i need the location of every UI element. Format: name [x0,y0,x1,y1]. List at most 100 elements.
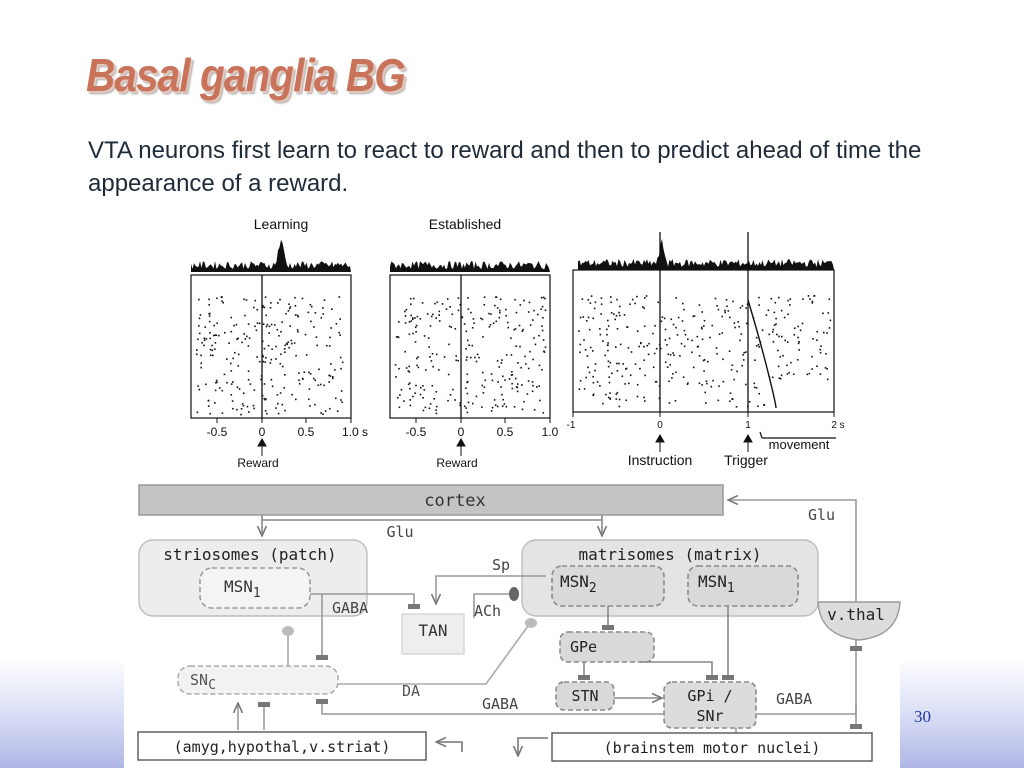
spike-dot [596,381,599,383]
spike-dot [780,374,783,377]
spike-dot [544,346,547,348]
spike-dot [310,320,312,323]
spike-dot [691,339,693,342]
spike-dot [500,362,503,364]
spike-dot [607,365,610,368]
msn2-to-gpe-terminal [602,625,614,630]
ach-label: ACh [474,602,501,620]
spike-dot [414,341,417,343]
msn1-matrix-label: MSN1 [698,572,735,596]
spike-dot [335,397,337,400]
spike-dot [471,327,474,329]
spike-dot [498,316,501,319]
spike-dot [415,384,417,387]
spike-dot [488,312,490,315]
spike-dot [422,409,425,412]
spike-dot [599,328,601,330]
spike-dot [410,303,412,306]
spike-dot [252,404,255,407]
spike-dot [196,411,199,414]
spike-dot [338,331,340,334]
spike-dot [294,305,297,307]
spike-dot [594,369,596,372]
spike-dot [199,314,202,316]
spike-dot [802,298,804,300]
spike-dot [661,316,664,318]
spike-dot [607,319,609,322]
spike-dot [205,338,208,340]
spike-dot [527,367,530,370]
spike-dot [608,381,611,384]
spike-dot [433,398,435,400]
spike-dot [247,370,250,372]
spike-dot [657,301,659,304]
spike-dot [758,392,760,395]
spike-dot [481,406,483,408]
spike-dot [330,363,332,365]
amyg-label: (amyg,hypothal,v.striat) [174,738,391,756]
spike-dot [412,318,414,320]
spike-dot [607,360,610,363]
spike-dot [664,339,667,341]
learning-title: Learning [254,216,309,232]
spike-dot [285,342,288,345]
spike-dot [270,302,272,304]
spike-dot [639,367,641,370]
spike-dot [315,336,318,338]
spike-dot [398,321,400,323]
spike-dot [819,348,821,351]
spike-dot [742,359,745,361]
page-number: 30 [914,707,931,726]
spike-dot [514,298,516,301]
gpe-to-gpi-line [640,661,713,676]
spike-dot [717,308,720,311]
spike-dot [811,368,813,370]
spike-dot [807,295,810,297]
spike-dot [587,316,590,319]
spike-dot [602,402,604,405]
spike-dot [198,298,200,301]
spike-dot [615,315,618,317]
matrisomes-label: matrisomes (matrix) [578,545,761,564]
spike-dot [483,296,486,298]
spike-dot [494,404,497,406]
spike-dot [488,326,491,328]
spike-dot [341,361,344,364]
spike-dot [496,405,499,408]
spike-dot [410,314,412,317]
spike-dot [780,309,783,312]
spike-dot [400,388,403,391]
spike-dot [525,363,527,365]
spike-dot [237,353,240,356]
spike-dot [430,315,433,318]
spike-dot [429,325,432,327]
spike-dot [692,366,695,369]
spike-dot [284,351,286,353]
spike-dot [313,377,315,380]
spike-dot [731,398,733,400]
spike-dot [221,296,223,298]
spike-dot [230,362,232,365]
spike-dot [214,402,216,404]
spike-dot [438,320,441,322]
spike-dot [232,407,234,410]
vthal-to-cortex-arrow [728,500,857,602]
to-amyg-arrow [436,742,463,752]
spike-dot [536,386,538,388]
spike-dot [431,385,434,387]
spike-dot [208,315,211,317]
spike-dot [228,342,230,344]
spike-dot [264,296,267,298]
spike-dot [467,401,470,404]
spike-dot [203,344,205,347]
spike-dot [454,328,457,330]
spike-dot [778,335,780,338]
event-arrows [257,431,836,456]
spike-dot [640,342,642,345]
spike-dot [532,319,534,321]
spike-dot [265,325,268,328]
spike-dot [275,345,277,348]
spike-dot [451,313,454,316]
spike-dot [214,389,217,392]
spike-dot [618,398,621,401]
